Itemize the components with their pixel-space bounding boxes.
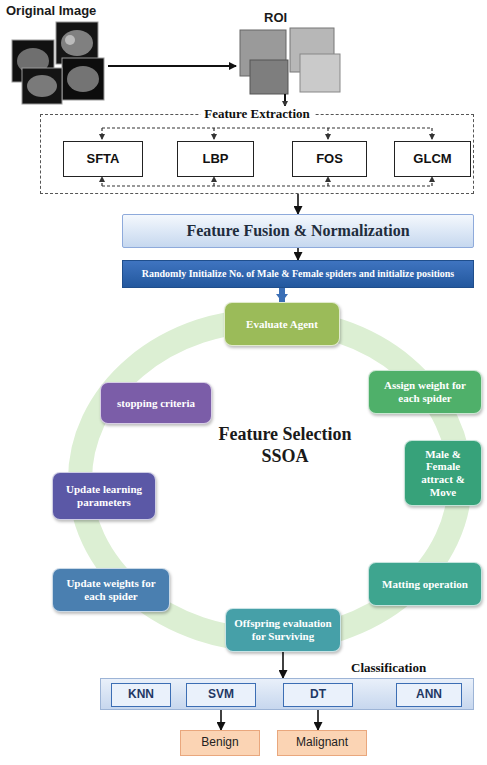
feature-links bbox=[102, 128, 432, 186]
image-label: ROI bbox=[264, 10, 287, 26]
ct-slice bbox=[22, 68, 62, 104]
roi-thumbnails bbox=[240, 28, 340, 94]
node-text: Update weights for each spider bbox=[57, 577, 165, 602]
result-box: Malignant bbox=[277, 730, 367, 756]
classifier-box: KNN bbox=[111, 683, 171, 707]
classifier-box: ANN bbox=[396, 683, 462, 707]
cycle-step: Evaluate Agent bbox=[224, 302, 340, 346]
result-box: Benign bbox=[180, 730, 260, 756]
process-band: Randomly Initialize No. of Male & Female… bbox=[122, 260, 474, 288]
process-box: LBP bbox=[177, 141, 254, 177]
node-text: DT bbox=[310, 688, 326, 702]
process-band: Feature Fusion & Normalization bbox=[122, 214, 474, 248]
node-text: Matting operation bbox=[382, 578, 468, 591]
node-text: FOS bbox=[316, 152, 343, 167]
group-heading: Classification bbox=[351, 660, 426, 676]
center-title: Feature Selection SSOA bbox=[200, 424, 370, 467]
flow-connector bbox=[282, 652, 284, 678]
node-text: SVM bbox=[208, 688, 234, 702]
node-text: Malignant bbox=[296, 736, 348, 750]
node-text: Male & Female attract & Move bbox=[409, 448, 477, 499]
node-text: Randomly Initialize No. of Male & Female… bbox=[142, 268, 455, 280]
node-text: Offspring evaluation for Surviving bbox=[230, 617, 336, 642]
cycle-step: Matting operation bbox=[368, 562, 482, 606]
ct-lesion bbox=[65, 35, 75, 45]
node-text: KNN bbox=[128, 688, 154, 702]
node-text: Update learning parameters bbox=[57, 483, 151, 508]
node-text: GLCM bbox=[413, 152, 451, 167]
dashed-link bbox=[431, 128, 432, 139]
cycle-step: stopping criteria bbox=[100, 382, 212, 424]
node-text: ANN bbox=[416, 688, 442, 702]
image-label: Original Image bbox=[6, 3, 96, 19]
node-text: stopping criteria bbox=[117, 397, 195, 410]
classifier-box: SVM bbox=[186, 683, 256, 707]
process-box: FOS bbox=[292, 141, 367, 177]
cycle-step: Update weights for each spider bbox=[52, 568, 170, 612]
process-box: SFTA bbox=[63, 141, 143, 177]
dashed-link bbox=[327, 177, 328, 186]
cycle-step: Male & Female attract & Move bbox=[404, 440, 482, 506]
node-text: SFTA bbox=[87, 152, 120, 167]
node-text: Evaluate Agent bbox=[246, 318, 318, 331]
dashed-link bbox=[213, 177, 214, 186]
flow-arrow bbox=[108, 65, 236, 67]
flow-arrow bbox=[284, 94, 286, 106]
ct-organ bbox=[27, 75, 57, 97]
node-text: Benign bbox=[201, 736, 238, 750]
dashed-link bbox=[102, 127, 432, 128]
dashed-link bbox=[102, 185, 432, 186]
dashed-link bbox=[327, 128, 328, 139]
ct-organ bbox=[67, 66, 99, 92]
cycle-step: Update learning parameters bbox=[52, 472, 156, 520]
node-text: LBP bbox=[203, 152, 229, 167]
ct-organ bbox=[61, 30, 93, 56]
flow-connector bbox=[317, 707, 319, 730]
flow-connector bbox=[297, 194, 299, 214]
group-heading: Feature Extraction bbox=[200, 106, 314, 122]
flow-connector bbox=[220, 707, 222, 730]
classifier-band: ClassificationKNNSVMDTANN bbox=[100, 678, 474, 710]
flow-connector bbox=[279, 288, 285, 302]
roi-patch bbox=[250, 60, 288, 94]
dashed-link bbox=[431, 177, 432, 186]
flow-connector bbox=[297, 248, 299, 260]
ct-slice bbox=[62, 58, 104, 100]
dashed-link bbox=[101, 128, 102, 139]
cycle-step: Offspring evaluation for Surviving bbox=[225, 608, 341, 652]
group-box: Feature ExtractionSFTALBPFOSGLCM bbox=[40, 114, 474, 194]
roi-patch bbox=[300, 54, 340, 92]
classifier-box: DT bbox=[283, 683, 353, 707]
dashed-link bbox=[101, 177, 102, 186]
process-box: GLCM bbox=[394, 141, 471, 177]
ct-thumbnails bbox=[12, 22, 104, 104]
cycle-step: Assign weight for each spider bbox=[368, 370, 482, 414]
node-text: Assign weight for each spider bbox=[373, 379, 477, 404]
dashed-link bbox=[213, 128, 214, 139]
node-text: Feature Fusion & Normalization bbox=[186, 222, 409, 240]
